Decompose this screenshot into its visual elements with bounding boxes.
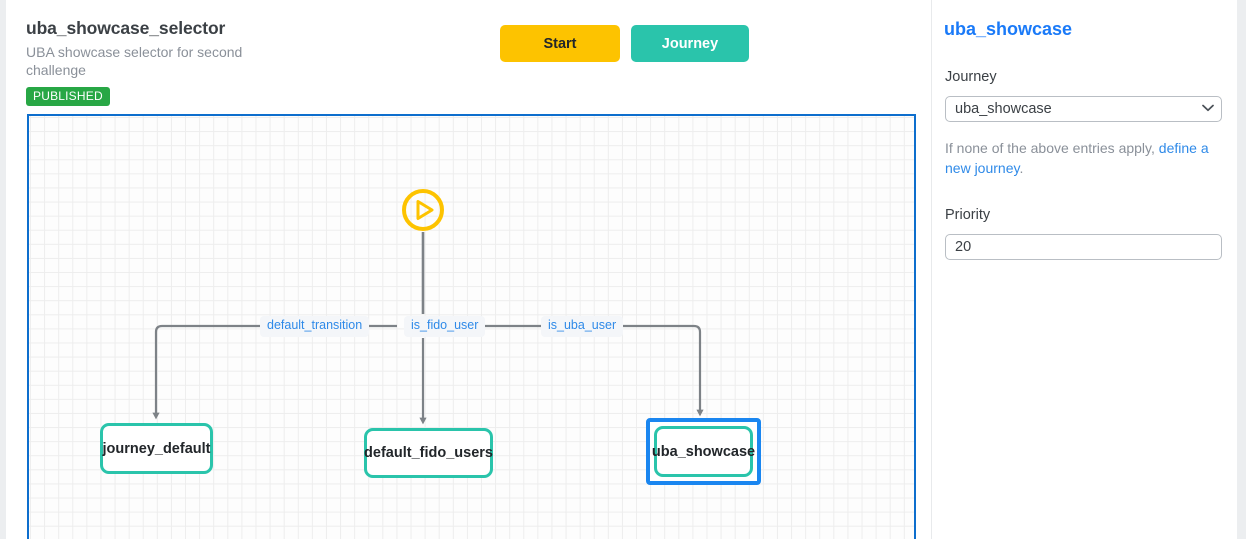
flow-node-journey-default[interactable]: journey_default [100, 423, 213, 474]
helper-suffix: . [1019, 160, 1024, 177]
flow-node-uba-showcase[interactable]: uba_showcase [652, 426, 755, 477]
flow-editor-card: uba_showcase_selector UBA showcase selec… [6, 0, 1237, 539]
flow-node-default-fido-users[interactable]: default_fido_users [364, 428, 493, 478]
edge-label-default-transition[interactable]: default_transition [260, 316, 370, 337]
start-play-icon[interactable] [401, 188, 445, 232]
start-button[interactable]: Start [500, 25, 620, 62]
page-title: uba_showcase_selector [26, 18, 226, 38]
flow-canvas[interactable]: default_transition is_fido_user is_uba_u… [27, 114, 916, 539]
status-badge: PUBLISHED [26, 87, 110, 107]
priority-input[interactable] [945, 234, 1222, 260]
properties-panel: uba_showcase Journey uba_showcase If non… [944, 0, 1237, 539]
define-new-journey-link[interactable]: define a new journey [945, 140, 1209, 177]
edge-label-is-uba-user[interactable]: is_uba_user [541, 316, 624, 337]
panel-title: uba_showcase [944, 19, 1073, 39]
journey-field-label: Journey [945, 69, 997, 85]
flow-header: uba_showcase_selector UBA showcase selec… [26, 18, 456, 107]
journey-button[interactable]: Journey [631, 25, 749, 62]
helper-prefix: If none of the above entries apply, [945, 140, 1159, 156]
journey-helper-text: If none of the above entries apply, defi… [945, 138, 1226, 179]
edge-label-is-fido-user[interactable]: is_fido_user [404, 316, 486, 337]
journey-select[interactable]: uba_showcase [945, 96, 1222, 122]
panel-divider [931, 0, 932, 539]
priority-field-label: Priority [945, 207, 991, 223]
page-subtitle: UBA showcase selector for second challen… [26, 43, 243, 79]
